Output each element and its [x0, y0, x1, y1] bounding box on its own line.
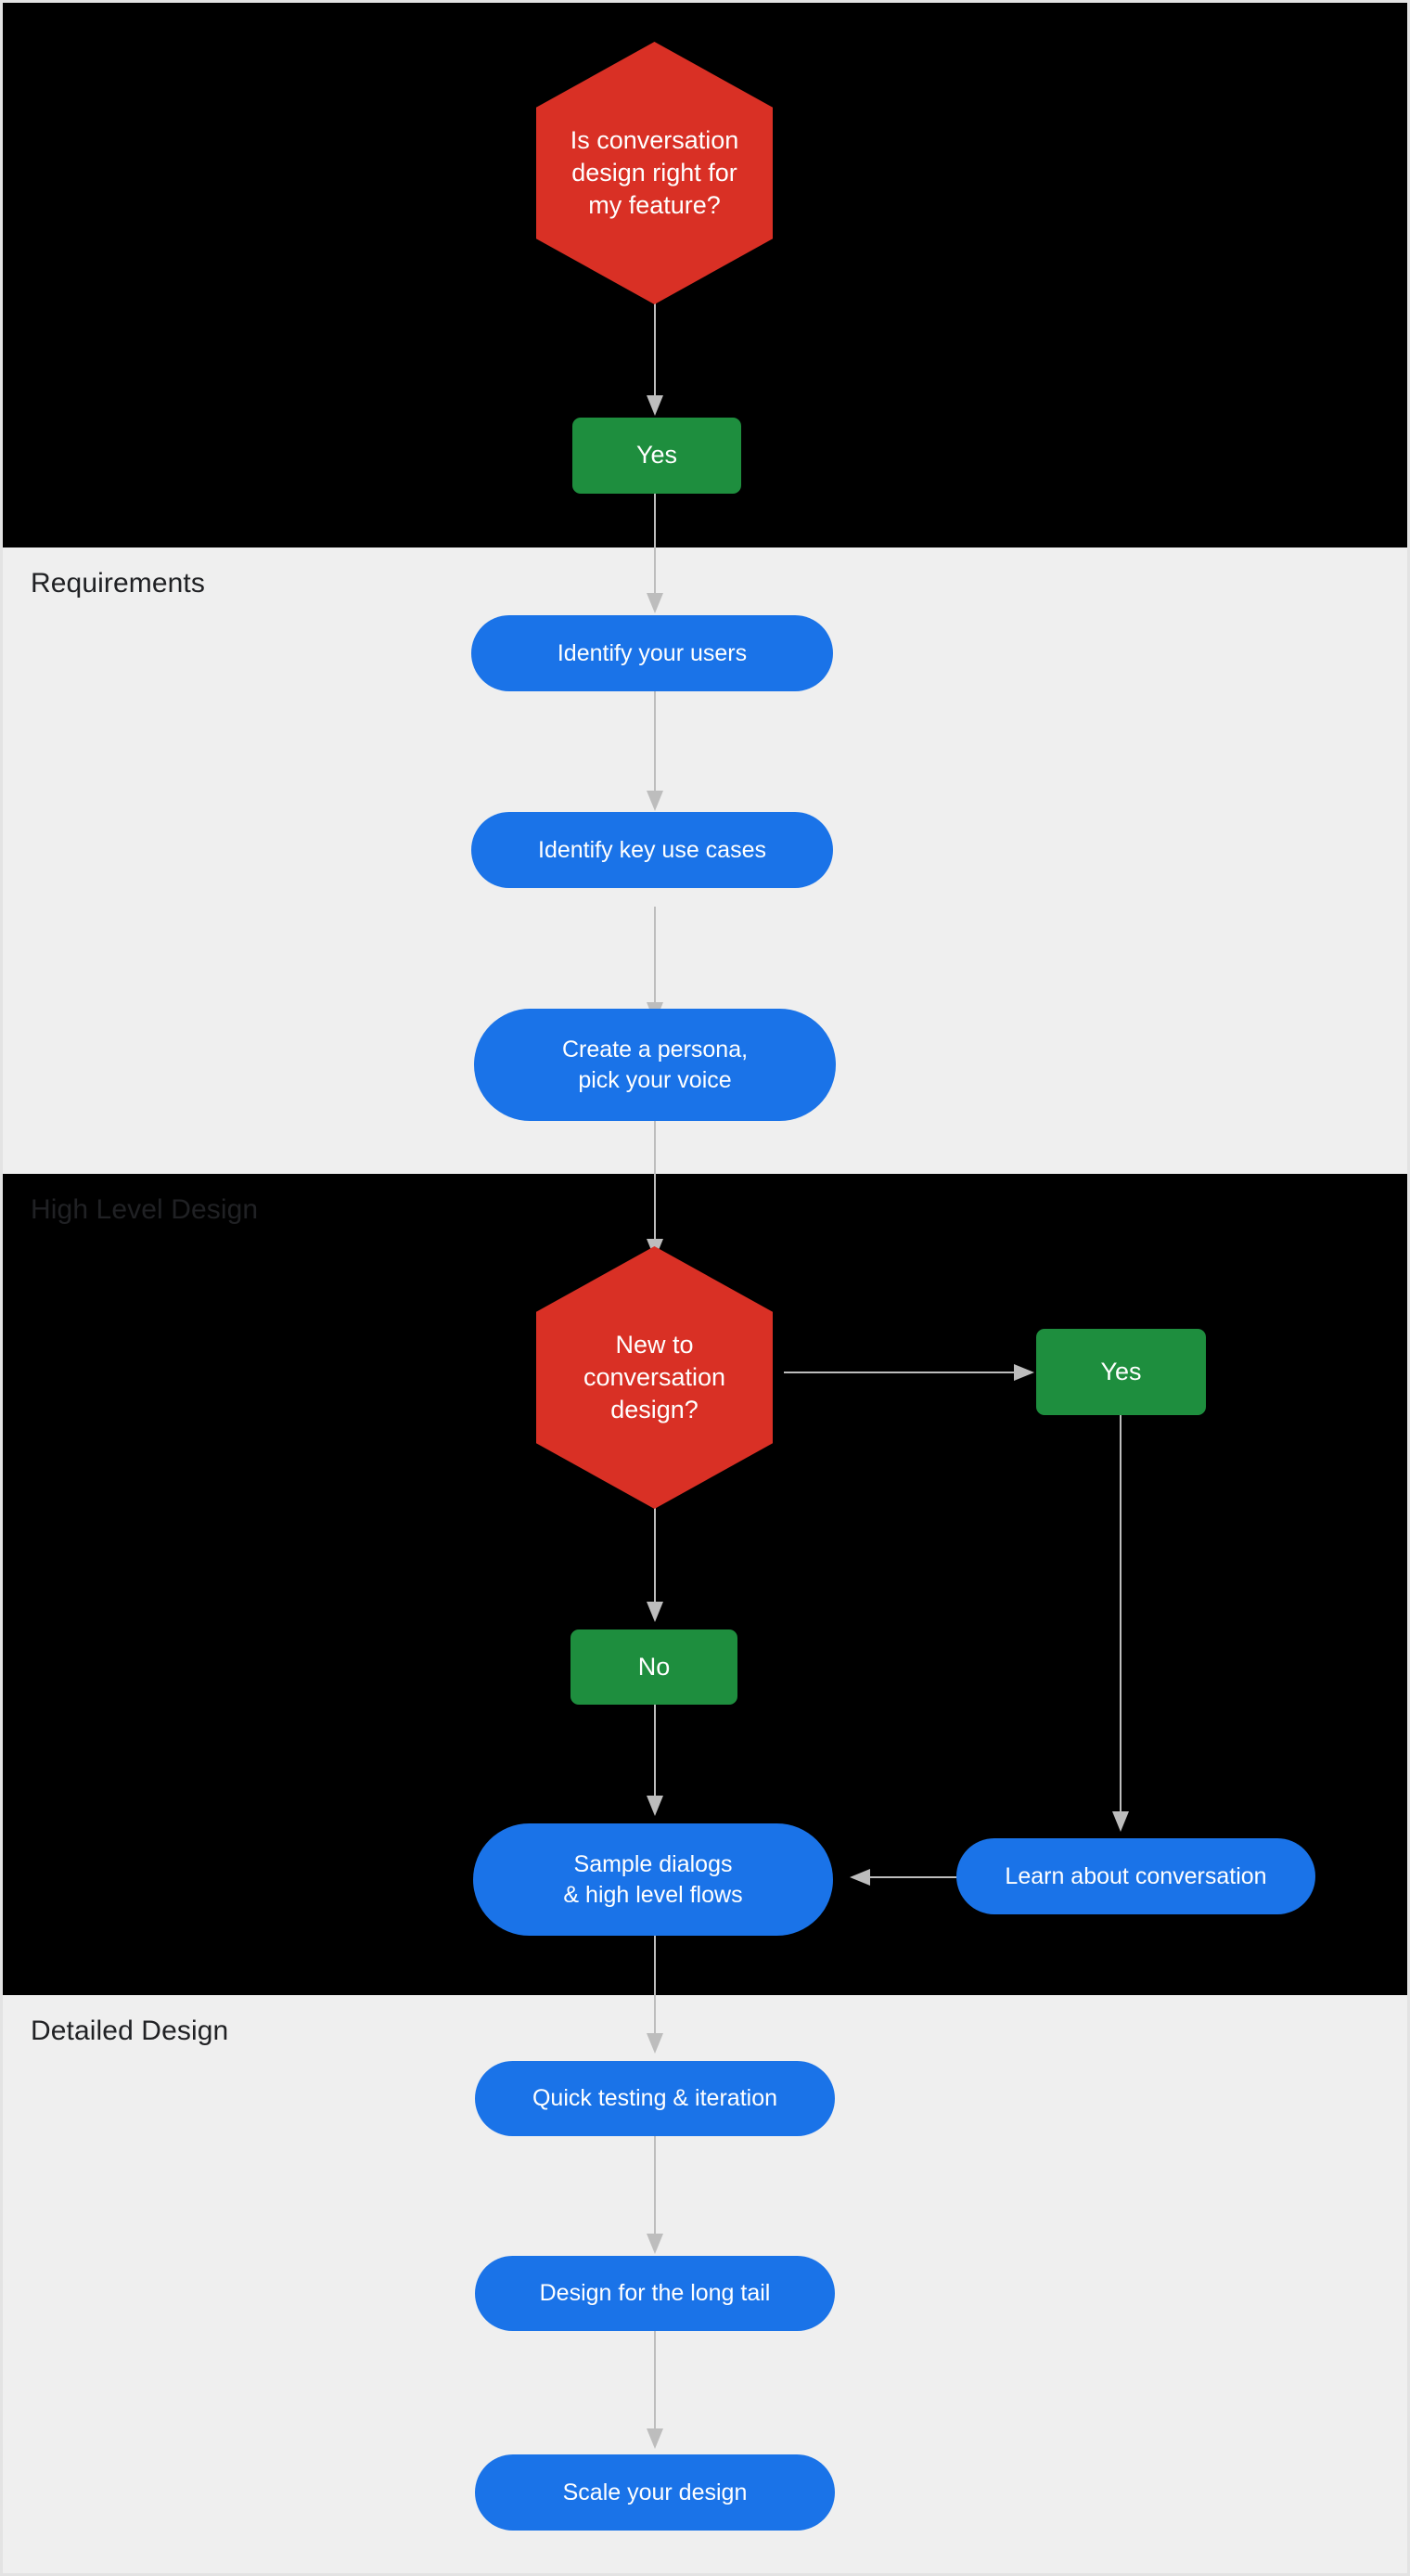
edge-n2-n3-line: [654, 494, 656, 596]
edge-n11-n12-line: [654, 2136, 656, 2236]
edge-n1-n2-arrow: [647, 395, 663, 416]
decision-new-to-conversation-design-label: New to conversation design?: [583, 1330, 726, 1424]
edge-n9-n10-line: [870, 1876, 957, 1878]
edge-n12-n13-line: [654, 2331, 656, 2431]
step-create-a-persona-pick-your-voice-label: Create a persona, pick your voice: [561, 1037, 749, 1093]
step-quick-testing-and-iteration-label: Quick testing & iteration: [532, 2085, 777, 2112]
step-quick-testing-and-iteration[interactable]: Quick testing & iteration: [475, 2061, 835, 2136]
step-identify-key-use-cases-label: Identify key use cases: [538, 836, 766, 863]
step-design-for-the-long-tail-label: Design for the long tail: [539, 2280, 771, 2307]
edge-n6-n8-line: [654, 1508, 656, 1604]
edge-n8-n10-arrow: [647, 1796, 663, 1816]
answer-yes-top[interactable]: Yes: [572, 418, 741, 494]
section-label-requirements: Requirements: [31, 568, 205, 599]
edge-n3-n4-line: [654, 691, 656, 793]
edge-n2-n3-arrow: [647, 593, 663, 613]
step-create-a-persona-pick-your-voice[interactable]: Create a persona, pick your voice: [474, 1009, 836, 1121]
edge-n5-n6-line: [654, 1121, 656, 1242]
step-scale-your-design-label: Scale your design: [562, 2479, 748, 2505]
answer-yes-right[interactable]: Yes: [1036, 1329, 1206, 1415]
answer-yes-top-label: Yes: [635, 441, 678, 470]
answer-yes-right-label: Yes: [1100, 1357, 1142, 1385]
step-sample-dialogs-and-high-level-flows[interactable]: Sample dialogs & high level flows: [473, 1823, 833, 1936]
edge-n7-n9-arrow: [1112, 1811, 1129, 1832]
edge-n1-n2-line: [654, 302, 656, 398]
step-scale-your-design[interactable]: Scale your design: [475, 2454, 835, 2531]
edge-n9-n10-arrow: [850, 1869, 870, 1886]
canvas-border-bottom: [0, 2573, 1410, 2576]
answer-no[interactable]: No: [570, 1629, 737, 1705]
step-learn-about-conversation[interactable]: Learn about conversation: [956, 1838, 1315, 1914]
section-label-high-level-design: High Level Design: [31, 1194, 259, 1225]
decision-is-conversation-design-right-label: Is conversation design right for my feat…: [570, 125, 739, 220]
edge-n6-n7-line: [784, 1372, 1016, 1373]
edge-n6-n8-arrow: [647, 1602, 663, 1622]
step-design-for-the-long-tail[interactable]: Design for the long tail: [475, 2256, 835, 2331]
canvas-border-left: [0, 0, 3, 2576]
step-learn-about-conversation-label: Learn about conversation: [1005, 1862, 1267, 1889]
edge-n12-n13-arrow: [647, 2428, 663, 2449]
edge-n10-n11-line: [654, 1936, 656, 2036]
edge-n4-n5-line: [654, 907, 656, 1005]
edge-n7-n9-line: [1120, 1415, 1122, 1814]
step-identify-key-use-cases[interactable]: Identify key use cases: [471, 812, 833, 888]
section-label-detailed-design: Detailed Design: [31, 2016, 229, 2046]
step-identify-your-users[interactable]: Identify your users: [471, 615, 833, 691]
edge-n3-n4-arrow: [647, 791, 663, 811]
step-identify-your-users-label: Identify your users: [557, 639, 748, 666]
edge-n10-n11-arrow: [647, 2033, 663, 2054]
edge-n6-n7-arrow: [1014, 1364, 1034, 1381]
step-sample-dialogs-and-high-level-flows-label: Sample dialogs & high level flows: [563, 1851, 743, 1908]
canvas-border-top: [0, 0, 1410, 3]
canvas-border-right: [1407, 0, 1410, 2576]
answer-no-label: No: [637, 1652, 671, 1681]
edge-n8-n10-line: [654, 1704, 656, 1798]
edge-n11-n12-arrow: [647, 2234, 663, 2254]
